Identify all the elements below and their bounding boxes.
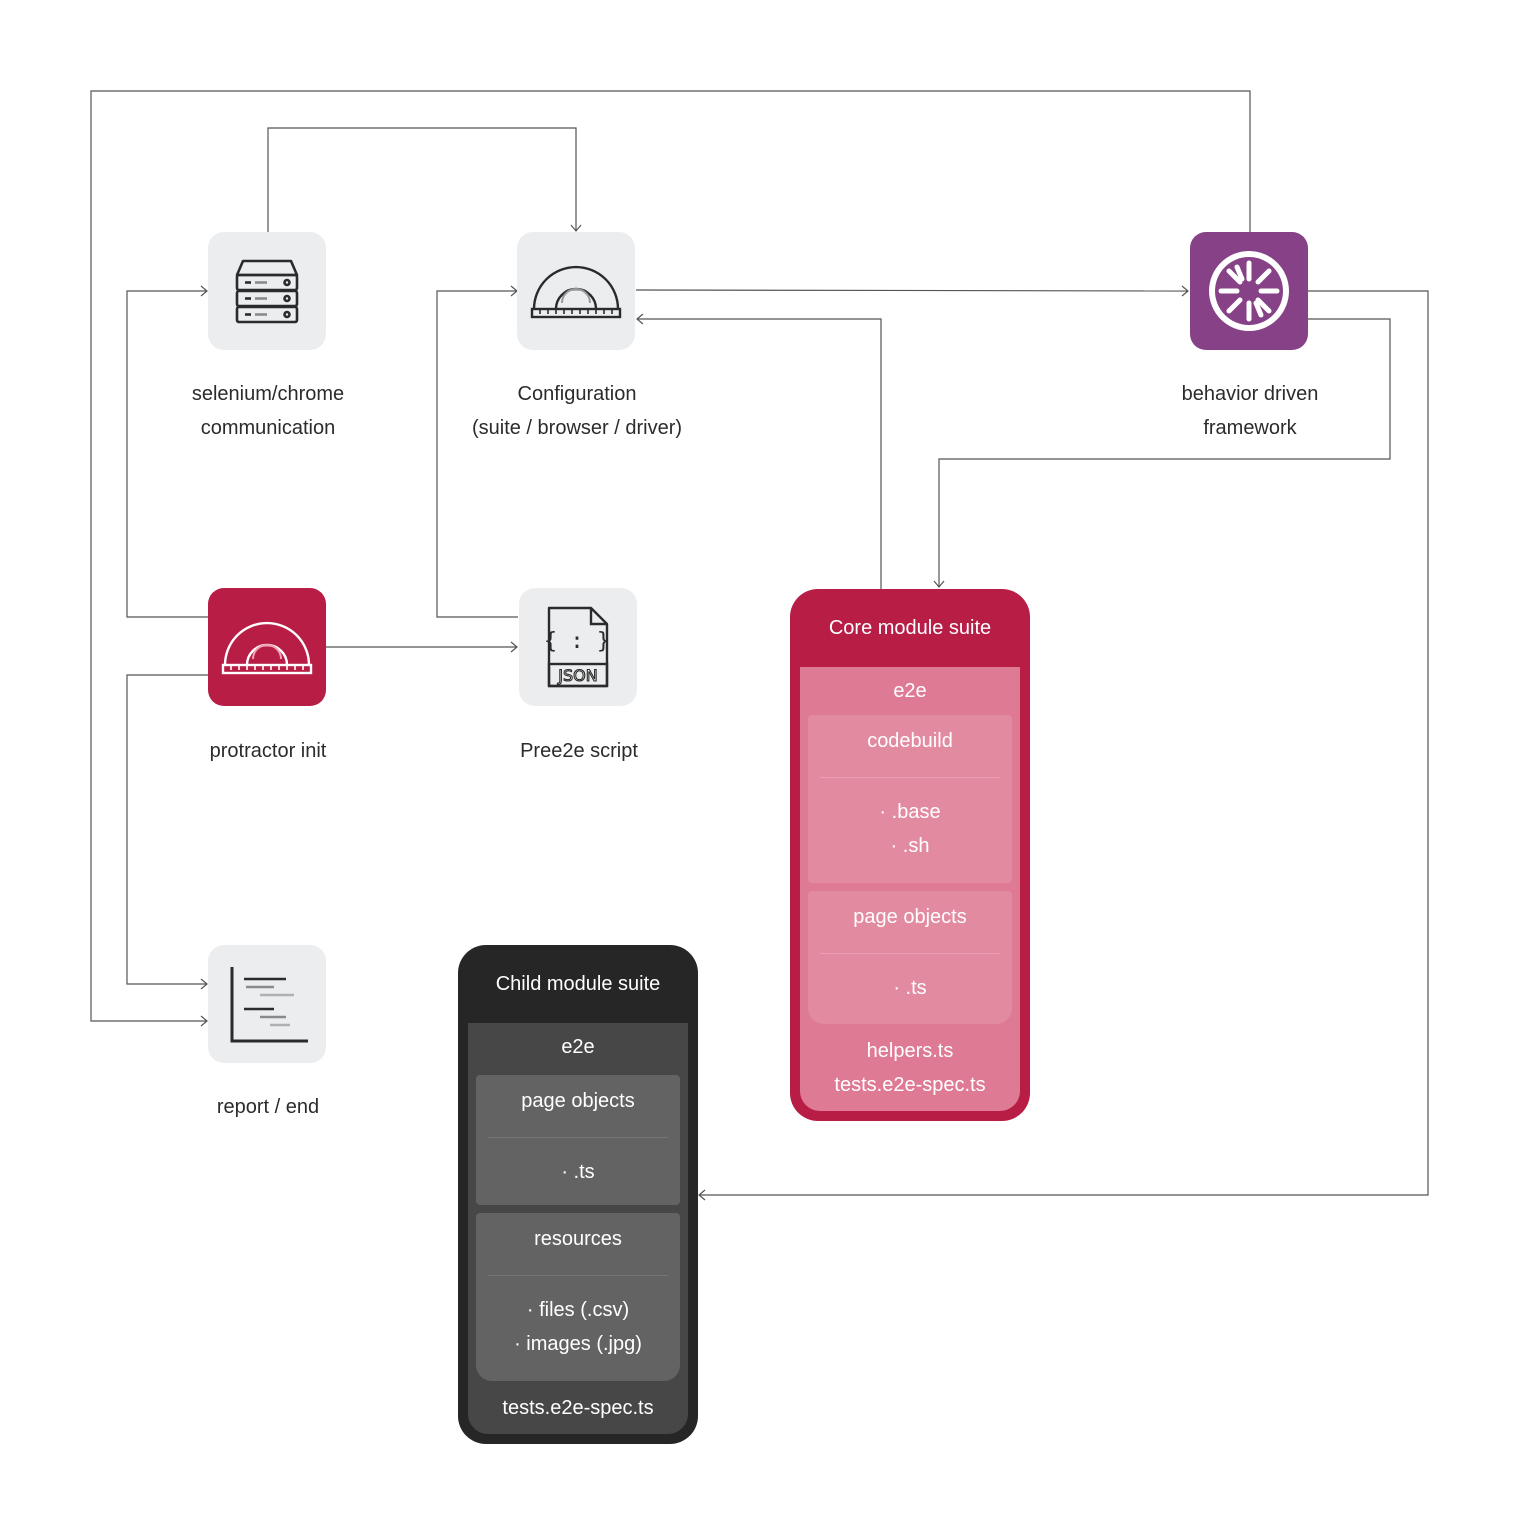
wire-bdd-to-core xyxy=(938,318,1391,587)
core-e2e-folder: e2e xyxy=(893,680,927,702)
server-icon xyxy=(235,259,299,324)
child-page-objects-title: page objects xyxy=(521,1090,635,1112)
list-item: · files (.csv) xyxy=(526,1299,630,1321)
child-resources-box[interactable]: resources · files (.csv) · images (.jpg) xyxy=(476,1213,680,1381)
child-resources-items: · files (.csv) · images (.jpg) xyxy=(476,1293,680,1361)
arrowhead xyxy=(200,1015,208,1027)
child-suite-body: e2e page objects · .ts resources · files… xyxy=(468,1023,688,1434)
bdd-framework-tile[interactable] xyxy=(1190,232,1308,350)
protractor-init-tile[interactable] xyxy=(208,588,326,706)
child-suite-files: tests.e2e-spec.ts xyxy=(468,1391,688,1425)
configuration-label: Configuration (suite / browser / driver) xyxy=(471,383,683,439)
protractor-icon xyxy=(530,265,622,319)
file-item: tests.e2e-spec.ts xyxy=(502,1397,654,1419)
core-suite-body: e2e codebuild · .base · .sh page objects… xyxy=(800,667,1020,1111)
svg-text:{ : }: { : } xyxy=(544,629,610,654)
list-item: · images (.jpg) xyxy=(514,1333,642,1355)
arrowhead xyxy=(698,1189,706,1201)
arrowhead xyxy=(1181,285,1189,297)
configuration-tile[interactable] xyxy=(517,232,635,350)
list-item: · .ts xyxy=(561,1161,595,1183)
child-page-objects-box[interactable]: page objects · .ts xyxy=(476,1075,680,1205)
arrowhead xyxy=(636,313,644,325)
json-file-icon: { : } JSON xyxy=(544,606,610,688)
core-page-objects-box[interactable]: page objects · .ts xyxy=(808,891,1012,1024)
wire-protractor-to-selenium xyxy=(126,290,208,618)
wire-pree2e-to-config xyxy=(436,290,518,618)
wire-bdd-to-report xyxy=(90,90,1251,1022)
divider xyxy=(820,953,1000,954)
wire-selenium-to-config xyxy=(267,127,577,232)
pree2e-label: Pree2e script xyxy=(520,740,638,762)
core-codebuild-items: · .base · .sh xyxy=(808,795,1012,863)
list-item: · .ts xyxy=(893,977,927,999)
file-item: tests.e2e-spec.ts xyxy=(834,1074,986,1096)
selenium-label: selenium/chrome communication xyxy=(191,383,345,439)
report-chart-icon xyxy=(230,967,308,1043)
divider xyxy=(820,777,1000,778)
arrowhead xyxy=(200,978,208,990)
divider xyxy=(488,1137,668,1138)
divider xyxy=(488,1275,668,1276)
wire-protractor-to-report xyxy=(126,674,208,985)
protractor-icon xyxy=(221,621,313,675)
selenium-tile[interactable] xyxy=(208,232,326,350)
child-page-objects-items: · .ts xyxy=(476,1155,680,1189)
list-item: · .sh xyxy=(890,835,930,857)
file-item: helpers.ts xyxy=(866,1040,954,1062)
arrowhead xyxy=(510,641,518,653)
protractor-init-label: protractor init xyxy=(209,740,327,762)
json-file-label: JSON xyxy=(557,666,597,685)
core-page-objects-items: · .ts xyxy=(808,971,1012,1005)
report-tile[interactable] xyxy=(208,945,326,1063)
jasmine-icon xyxy=(1209,251,1289,331)
wire-config-to-bdd xyxy=(635,289,1189,292)
report-label: report / end xyxy=(216,1096,320,1118)
core-codebuild-title: codebuild xyxy=(867,730,953,752)
core-codebuild-box[interactable]: codebuild · .base · .sh xyxy=(808,715,1012,883)
arrowhead xyxy=(200,285,208,297)
wire-bdd-to-child xyxy=(699,290,1429,1196)
core-suite-files: helpers.ts tests.e2e-spec.ts xyxy=(800,1034,1020,1102)
arrowhead xyxy=(933,580,945,588)
child-module-suite[interactable]: Child module suite e2e page objects · .t… xyxy=(458,945,698,1444)
arrowhead xyxy=(570,224,582,232)
wire-core-to-config xyxy=(637,318,882,589)
child-e2e-folder: e2e xyxy=(561,1036,595,1058)
list-item: · .base xyxy=(879,801,941,823)
child-suite-title: Child module suite xyxy=(495,972,661,995)
core-page-objects-title: page objects xyxy=(853,906,967,928)
core-suite-title: Core module suite xyxy=(828,616,992,639)
child-resources-title: resources xyxy=(534,1228,622,1250)
bdd-framework-label: behavior driven framework xyxy=(1181,383,1319,439)
core-module-suite[interactable]: Core module suite e2e codebuild · .base … xyxy=(790,589,1030,1121)
pree2e-tile[interactable]: { : } JSON xyxy=(519,588,637,706)
